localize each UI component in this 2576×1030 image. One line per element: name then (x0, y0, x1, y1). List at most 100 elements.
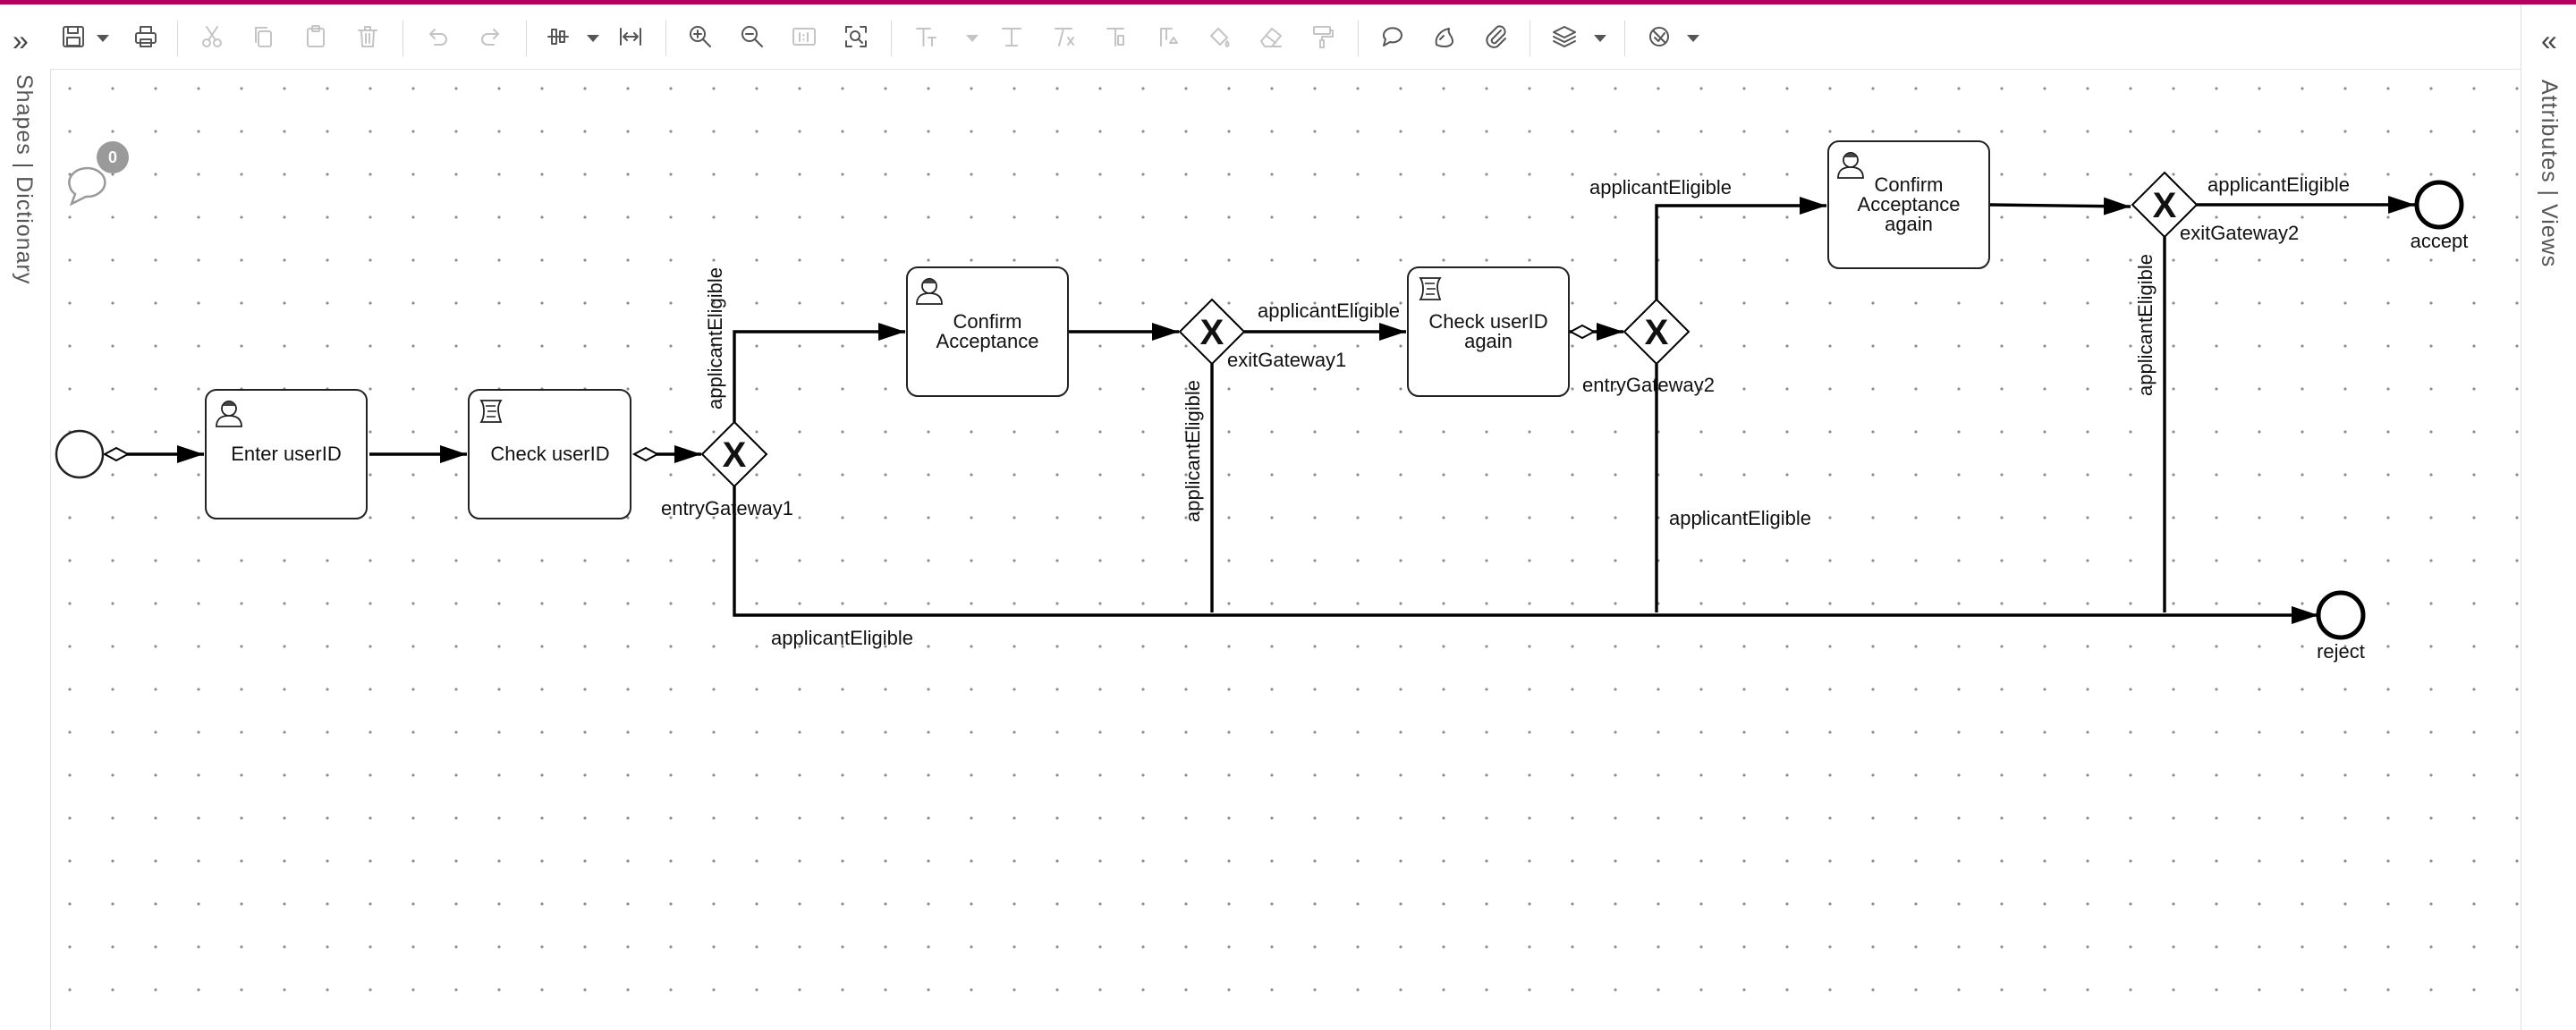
flow-label: applicantEligible (1258, 300, 1400, 322)
exclusive-gateway-marker: X (2153, 186, 2177, 225)
toolbar-separator (1358, 21, 1359, 56)
zoom-out-icon[interactable] (732, 4, 773, 69)
script-task-icon (1419, 277, 1441, 300)
gateway-label-exit1: exitGateway1 (1227, 349, 1346, 371)
task-label: Check userID (490, 443, 609, 465)
zoom-actual-icon[interactable] (784, 4, 825, 69)
flow-confirm-again-to-exit2[interactable] (1989, 197, 2131, 215)
align-icon[interactable] (540, 4, 576, 69)
comments-icon[interactable] (68, 166, 106, 207)
gateway-label-entry1: entryGateway1 (661, 497, 793, 519)
gateway-entry-2[interactable]: X (1623, 298, 1690, 366)
toolbar (50, 4, 2521, 70)
event-label-reject: reject (2317, 640, 2365, 663)
font-bold-icon[interactable] (1095, 4, 1136, 69)
validation-menu-caret[interactable] (1687, 35, 1699, 42)
double-chevron-left-icon[interactable]: « (2541, 24, 2557, 56)
flow-label: applicantEligible (1589, 176, 1732, 198)
task-check-userid[interactable]: Check userID (468, 389, 631, 519)
theme-icon[interactable] (1424, 4, 1465, 69)
task-label: again (1464, 330, 1513, 352)
flow-label: applicantEligible (771, 627, 913, 649)
default-flow-markers (102, 324, 1597, 462)
gateway-label-exit2: exitGateway2 (2180, 222, 2299, 244)
toolbar-separator (665, 21, 666, 56)
print-icon[interactable] (125, 4, 166, 69)
flow-label: applicantEligible (704, 267, 726, 409)
format-painter-icon[interactable] (1302, 4, 1343, 69)
shapes-dictionary-tab[interactable]: Shapes | Dictionary (12, 74, 37, 285)
default-flow-marker (631, 446, 660, 462)
exclusive-gateway-marker: X (1200, 313, 1224, 352)
validation-icon[interactable] (1639, 4, 1680, 69)
task-label: Confirm (953, 310, 1021, 333)
task-confirm-acceptance-again[interactable]: Confirm Acceptance again (1827, 140, 1990, 269)
task-label: Enter userID (231, 443, 342, 465)
end-event-reject[interactable] (2316, 590, 2366, 640)
start-event[interactable] (55, 429, 105, 479)
flow-label: applicantEligible (2134, 254, 2157, 396)
task-confirm-acceptance[interactable]: Confirm Acceptance (906, 266, 1069, 397)
bpmn-diagram: Enter userID Check userID Confirm Accept… (55, 140, 2469, 663)
task-label: Acceptance (936, 330, 1039, 352)
zoom-fit-icon[interactable] (835, 4, 877, 69)
comments-count-badge[interactable]: 0 (97, 141, 129, 173)
flow-label: applicantEligible (1669, 507, 1811, 529)
comment-icon[interactable] (1372, 4, 1413, 69)
flow-gw2-to-confirm-again[interactable] (1655, 197, 1826, 300)
font-size-icon[interactable] (991, 4, 1032, 69)
left-panel: » Shapes | Dictionary (0, 4, 51, 1030)
attributes-views-tab[interactable]: Attributes | Views (2537, 80, 2562, 268)
task-check-userid-again[interactable]: Check userID again (1407, 266, 1570, 397)
layers-menu-caret[interactable] (1594, 35, 1606, 42)
redo-icon[interactable] (470, 4, 512, 69)
layers-icon[interactable] (1544, 4, 1585, 69)
font-color-icon[interactable] (1147, 4, 1188, 69)
font-menu-caret[interactable] (966, 35, 979, 42)
task-label: Acceptance (1858, 193, 1961, 215)
gateway-label-entry2: entryGateway2 (1582, 374, 1715, 396)
paste-icon[interactable] (295, 4, 336, 69)
attachment-icon[interactable] (1476, 4, 1517, 69)
flow-label: applicantEligible (2207, 173, 2350, 196)
top-accent-bar (0, 0, 2576, 4)
sequence-flows (106, 196, 2415, 624)
event-label-accept: accept (2411, 230, 2469, 252)
default-flow-marker (102, 446, 131, 462)
cut-icon[interactable] (191, 4, 233, 69)
script-task-icon (480, 400, 502, 423)
delete-icon[interactable] (347, 4, 388, 69)
task-label: Confirm (1874, 173, 1943, 196)
toolbar-separator (177, 21, 178, 56)
task-enter-userid[interactable]: Enter userID (205, 389, 368, 519)
copy-icon[interactable] (243, 4, 284, 69)
align-menu-caret[interactable] (587, 35, 599, 42)
diagram-canvas[interactable]: Enter userID Check userID Confirm Accept… (51, 70, 2520, 1030)
save-icon[interactable] (55, 4, 91, 69)
gateway-exit-1[interactable]: X (1178, 298, 1246, 366)
exclusive-gateway-marker: X (723, 435, 747, 475)
font-italic-icon[interactable] (1043, 4, 1084, 69)
flow-label: applicantEligible (1182, 380, 1204, 522)
fill-color-icon[interactable] (1199, 4, 1240, 69)
zoom-in-icon[interactable] (680, 4, 721, 69)
right-panel: « Attributes | Views (2521, 4, 2576, 1030)
flow-gw1-to-confirm[interactable] (733, 323, 905, 422)
end-event-accept[interactable] (2414, 180, 2464, 230)
distribute-icon[interactable] (610, 4, 651, 69)
flow-to-reject[interactable] (733, 486, 2318, 624)
gateway-entry-1[interactable]: X (700, 420, 768, 488)
task-label: again (1885, 213, 1933, 235)
gateway-exit-2[interactable]: X (2131, 171, 2199, 239)
toolbar-separator (402, 21, 403, 56)
toolbar-separator (891, 21, 892, 56)
save-menu-caret[interactable] (97, 35, 109, 42)
toolbar-separator (1624, 21, 1625, 56)
task-label: Check userID (1428, 310, 1547, 333)
eraser-icon[interactable] (1250, 4, 1292, 69)
double-chevron-right-icon[interactable]: » (13, 24, 29, 56)
font-icon[interactable] (905, 4, 946, 69)
toolbar-separator (526, 21, 527, 56)
undo-icon[interactable] (417, 4, 458, 69)
exclusive-gateway-marker: X (1645, 313, 1669, 352)
